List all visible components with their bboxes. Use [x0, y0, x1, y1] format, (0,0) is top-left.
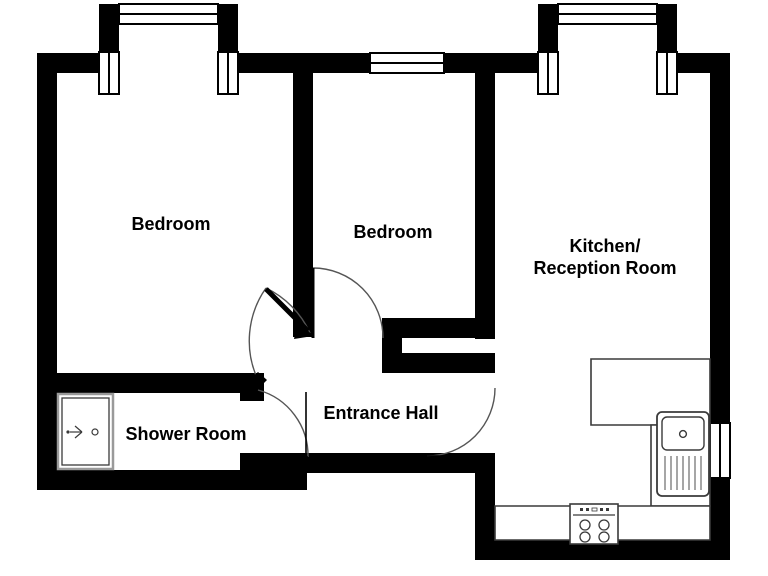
shower-head-icon [66, 425, 99, 439]
door-bedroom-1-leaf-head [294, 320, 313, 339]
door-bedroom-1-hinge [249, 372, 267, 389]
walls-group [37, 4, 730, 560]
wall-bay-left-corner-west [99, 4, 119, 52]
wall-south-hall [288, 453, 495, 473]
wall-west-outer [37, 53, 57, 490]
window-bay-left-side-west [98, 51, 120, 95]
door-bedroom-2 [312, 267, 384, 339]
windows-group [98, 3, 731, 479]
kitchen-cooker [569, 503, 619, 545]
window-bay-right-side-west [537, 51, 559, 95]
window-bay-left-side-east [217, 51, 239, 95]
shower-tray [56, 392, 115, 471]
wall-south-left [37, 470, 307, 490]
wall-partition-bedrooms [293, 73, 313, 337]
wall-bay-left-corner-east [218, 4, 238, 52]
window-bedroom-2-north [369, 52, 445, 74]
room-label-shower-room: Shower Room [125, 424, 247, 444]
room-label-bedroom-1: Bedroom [131, 214, 211, 234]
wall-partition-hall-lower [382, 353, 495, 373]
kitchen-sink [656, 411, 710, 497]
cooker-burners [579, 519, 610, 543]
room-label-entrance-hall: Entrance Hall [323, 403, 439, 423]
wall-shower-east-stub [240, 453, 308, 473]
wall-south-kitchen [475, 540, 730, 560]
wall-north-middle-a [218, 53, 370, 73]
wall-bay-right-corner-east [657, 4, 677, 52]
sink-plug-icon [678, 429, 688, 439]
doors-group [248, 267, 496, 458]
wall-partition-bedroom2-kitchen [475, 73, 495, 339]
window-bay-right-top [557, 3, 658, 25]
cooker-control-knobs [580, 507, 609, 512]
window-bay-left-top [118, 3, 219, 25]
wall-east-outer-lower [710, 478, 730, 560]
door-shower-room [257, 389, 309, 458]
wall-partition-hall-north [382, 318, 495, 338]
window-bay-right-side-east [656, 51, 678, 95]
wall-bay-right-corner-west [538, 4, 558, 52]
window-kitchen-east [709, 422, 731, 479]
room-label-bedroom-2: Bedroom [353, 222, 433, 242]
wall-north-middle-b [444, 53, 539, 73]
room-label-kitchen-reception: Kitchen/ Reception Room [533, 236, 677, 278]
sink-drainer-grooves [664, 456, 702, 490]
wall-kitchen-west-lower [475, 453, 495, 560]
door-kitchen [426, 387, 496, 457]
wall-east-outer-upper [710, 53, 730, 423]
wall-partition-shower-north [37, 373, 259, 393]
